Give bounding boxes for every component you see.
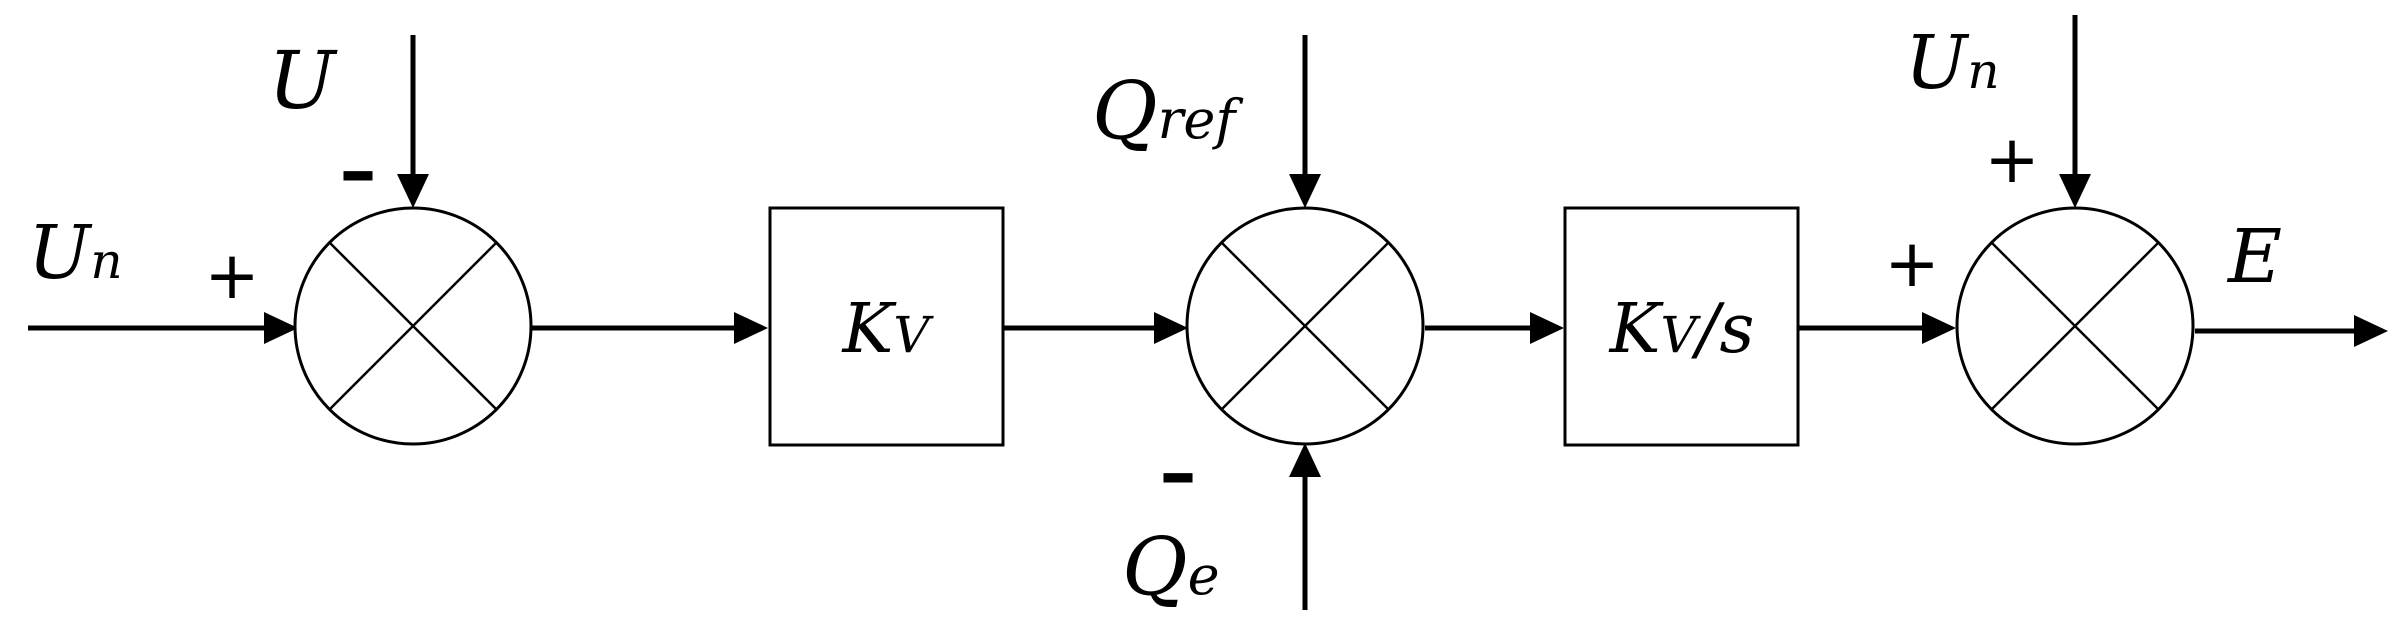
arrowhead <box>2354 315 2388 347</box>
plus-sign-sum3-left: + <box>1884 225 1939 302</box>
arrowhead <box>1530 312 1564 344</box>
gain-block: KV <box>768 206 1005 447</box>
un-input-label-sum3: Un <box>1905 20 2000 106</box>
e-output-label: E <box>2226 214 2282 300</box>
un-input-label: Un <box>28 210 123 296</box>
arrowhead <box>264 312 298 344</box>
arrowhead <box>1289 174 1321 208</box>
qref-input-label: Qref <box>1092 64 1243 157</box>
arrowhead <box>2059 174 2091 208</box>
arrowhead <box>397 174 429 208</box>
minus-sign-sum2-bottom: – <box>1160 430 1197 516</box>
integrator-block: KV/s <box>1563 206 1800 447</box>
minus-sign-sum1-top: – <box>340 128 377 214</box>
integrator-block-label: KV/s <box>1608 290 1755 369</box>
qe-input-label: Qe <box>1122 520 1220 613</box>
arrowhead <box>1922 312 1956 344</box>
arrowhead <box>1289 443 1321 477</box>
arrowhead <box>734 312 768 344</box>
plus-sign-sum1-left: + <box>204 237 259 314</box>
plus-sign-sum3-top: + <box>1984 121 2039 198</box>
summing-junction-2 <box>1185 206 1425 446</box>
summing-junction-3 <box>1955 206 2195 446</box>
summing-junction-1 <box>293 206 533 446</box>
u-input-label: U <box>268 34 338 127</box>
arrowhead <box>1154 312 1188 344</box>
gain-block-label: KV <box>841 290 935 369</box>
